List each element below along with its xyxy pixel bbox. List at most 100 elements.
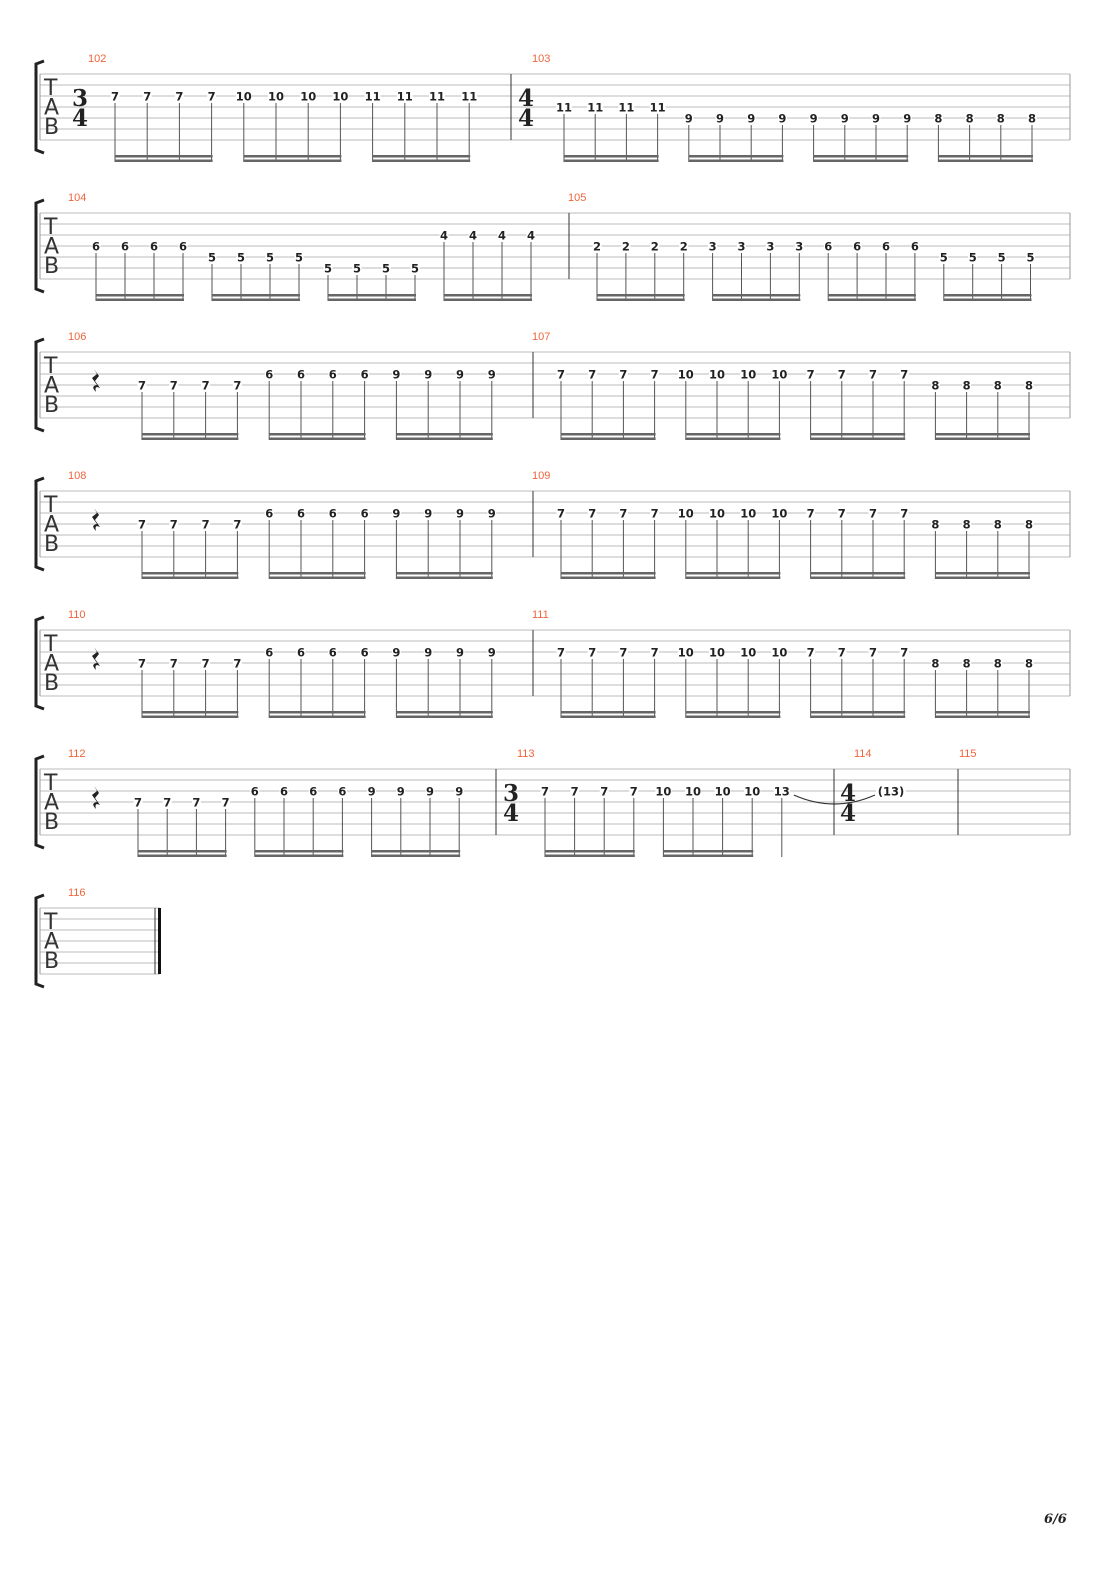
time-signature-top: 4: [840, 780, 856, 807]
fret-number: 9: [716, 112, 724, 126]
measure-number: 114: [854, 748, 872, 760]
fret-background: [709, 646, 725, 657]
beam: [935, 576, 1030, 579]
fret-number: 7: [557, 507, 565, 521]
fret-background: [679, 240, 689, 251]
beam: [597, 294, 685, 297]
fret-background: [556, 368, 566, 379]
beam: [372, 159, 471, 162]
fret-background: [91, 240, 101, 251]
beam: [712, 294, 801, 297]
fret-number: 11: [365, 90, 381, 104]
fret-number: 9: [455, 785, 463, 799]
fret-number: 5: [969, 251, 977, 265]
fret-background: [142, 90, 152, 101]
fret-number: 7: [838, 507, 846, 521]
fret-number: 6: [338, 785, 346, 799]
beam: [269, 715, 366, 718]
fret-number: 9: [488, 507, 496, 521]
fret-background: [629, 785, 639, 796]
beam: [396, 711, 493, 714]
beam: [142, 715, 239, 718]
beam: [254, 854, 344, 857]
tab-clef-letter: B: [44, 949, 59, 974]
fret-number: 7: [202, 379, 210, 393]
fret-number: 5: [382, 262, 390, 276]
fret-number: 10: [678, 368, 694, 382]
time-signature-bottom: 4: [518, 105, 534, 132]
fret-number: 8: [934, 112, 942, 126]
beam: [372, 155, 471, 158]
fret-background: [391, 646, 401, 657]
fret-background: [221, 796, 231, 807]
fret-number: 6: [824, 240, 832, 254]
fret-number: 9: [456, 646, 464, 660]
fret-background: [962, 657, 972, 668]
fret-background: [391, 368, 401, 379]
measure-number: 110: [68, 609, 86, 621]
fret-number: 7: [838, 646, 846, 660]
fret-number: 9: [368, 785, 376, 799]
fret-number: 10: [655, 785, 671, 799]
beam: [138, 854, 227, 857]
system-bracket: [34, 59, 45, 155]
fret-background: [232, 518, 242, 529]
fret-number: 7: [600, 785, 608, 799]
fret-background: [962, 518, 972, 529]
tab-clef-letter: B: [44, 115, 59, 140]
beam: [328, 294, 416, 297]
fret-background: [993, 657, 1003, 668]
fret-background: [169, 657, 179, 668]
fret-background: [265, 251, 275, 262]
fret-background: [806, 646, 816, 657]
tab-clef-letter: B: [44, 532, 59, 557]
fret-number: 7: [557, 368, 565, 382]
fret-background: [328, 507, 338, 518]
fret-background: [360, 507, 370, 518]
fret-background: [899, 368, 909, 379]
quarter-rest-icon: [92, 508, 100, 531]
fret-number: 10: [332, 90, 348, 104]
fret-background: [806, 507, 816, 518]
measure-number: 104: [68, 192, 86, 204]
fret-number: 7: [192, 796, 200, 810]
fret-background: [997, 251, 1007, 262]
time-signature-bottom: 4: [72, 105, 88, 132]
fret-number: 5: [295, 251, 303, 265]
fret-number: 7: [900, 646, 908, 660]
fret-background: [618, 368, 628, 379]
fret-number: 6: [309, 785, 317, 799]
fret-background: [1024, 518, 1034, 529]
beam: [142, 572, 239, 575]
fret-background: [235, 90, 252, 101]
beam: [561, 572, 656, 575]
fret-background: [746, 112, 756, 123]
fret-background: [207, 90, 217, 101]
fret-number: 7: [143, 90, 151, 104]
fret-background: [360, 368, 370, 379]
fret-background: [232, 657, 242, 668]
fret-number: 7: [163, 796, 171, 810]
measure-number: 112: [68, 748, 86, 760]
fret-number: 6: [297, 507, 305, 521]
beam: [935, 437, 1030, 440]
beam: [142, 576, 239, 579]
fret-number: 6: [265, 368, 273, 382]
beam: [561, 576, 656, 579]
fret-number: 11: [587, 101, 603, 115]
tab-clef-letter: B: [44, 393, 59, 418]
tab-clef-letter: B: [44, 254, 59, 279]
fret-background: [308, 785, 318, 796]
fret-background: [881, 240, 891, 251]
fret-number: 3: [737, 240, 745, 254]
fret-number: 7: [222, 796, 230, 810]
fret-background: [497, 229, 507, 240]
fret-number: 10: [771, 368, 787, 382]
measure-number: 115: [959, 748, 977, 760]
fret-number: 6: [329, 507, 337, 521]
fret-background: [809, 112, 819, 123]
beam: [142, 711, 239, 714]
